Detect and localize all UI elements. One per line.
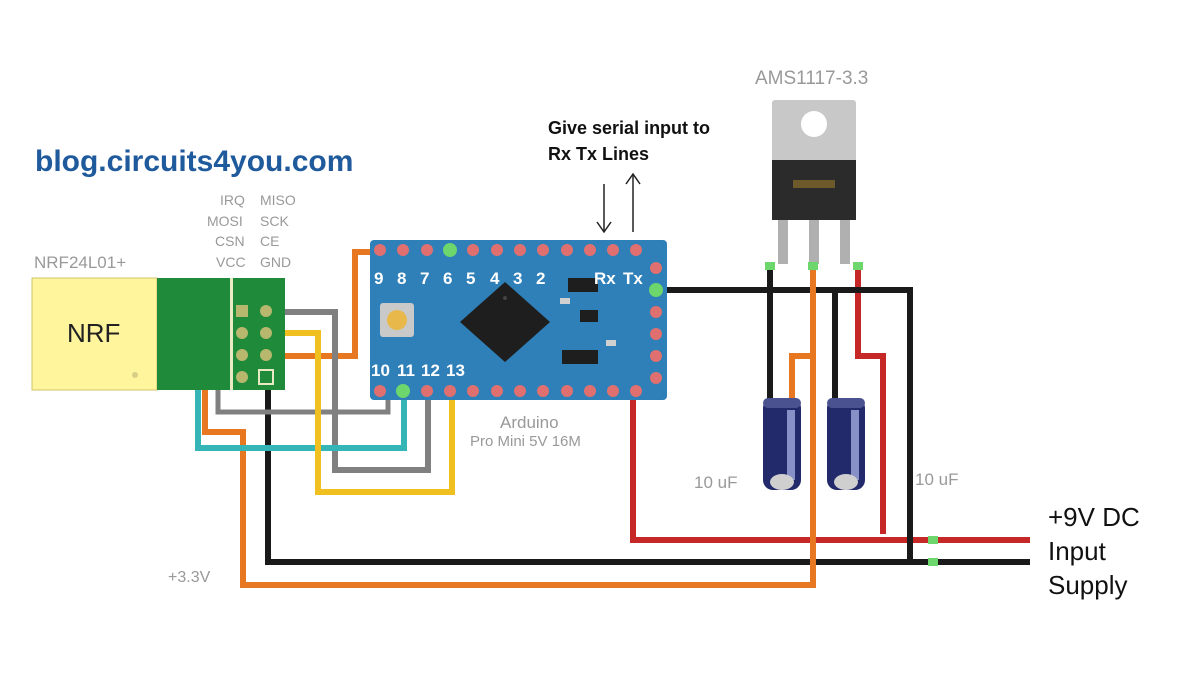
- nrf-title: NRF24L01+: [34, 253, 126, 272]
- pin-label-10: 10: [371, 361, 390, 380]
- nrf-pin-irq: IRQ: [220, 192, 245, 208]
- wire-red-raw: [630, 392, 1030, 543]
- arduino-model: Pro Mini 5V 16M: [470, 433, 581, 450]
- wire-black-gnd-top: [660, 287, 913, 562]
- regulator-name: AMS1117-3.3: [755, 68, 868, 89]
- arduino-bottom-pin-labels: 10 11 12 13: [371, 361, 465, 380]
- pin-label-2: 2: [536, 269, 545, 288]
- supply-line3: Supply: [1048, 570, 1128, 600]
- pin-label-6: 6: [443, 269, 452, 288]
- pin-label-9: 9: [374, 269, 383, 288]
- serial-note-line2: Rx Tx Lines: [548, 144, 649, 164]
- capacitor-left-value: 10 uF: [694, 473, 737, 492]
- pin-label-tx: Tx: [623, 269, 643, 288]
- arduino-top-pin-labels: 9 8 7 6 5 4 3 2 Rx Tx: [374, 269, 643, 288]
- nrf-pin-vcc: VCC: [216, 254, 246, 270]
- pin-label-11: 11: [397, 361, 415, 380]
- nrf-module: NRF: [31, 277, 285, 391]
- serial-note-line1: Give serial input to: [548, 118, 710, 138]
- pin-label-5: 5: [466, 269, 475, 288]
- wire-yellow-csn: [272, 330, 455, 495]
- serial-arrows: [596, 172, 641, 234]
- nrf-pin-mosi: MOSI: [207, 213, 243, 229]
- pin-label-rx: Rx: [594, 269, 616, 288]
- nrf-pin-ce: CE: [260, 233, 279, 249]
- capacitor-left: [763, 398, 801, 490]
- capacitor-right: [827, 398, 865, 490]
- nrf-pin-gnd: GND: [260, 254, 291, 270]
- supply-line1: +9V DC: [1048, 502, 1140, 532]
- wire-gray-sck: [272, 309, 431, 473]
- wire-red-reg-in: [855, 268, 886, 534]
- voltage-regulator: [765, 100, 863, 270]
- pin-label-3: 3: [513, 269, 522, 288]
- arduino-name: Arduino: [500, 413, 559, 432]
- nrf-pin-miso: MISO: [260, 192, 296, 208]
- wire-orange-cap: [789, 353, 813, 400]
- nrf-body-label: NRF: [67, 318, 120, 348]
- wire-black-nrf-gnd: [265, 375, 1030, 565]
- supply-line2: Input: [1048, 536, 1107, 566]
- pin-label-4: 4: [490, 269, 500, 288]
- wire-orange-ce: [272, 249, 378, 359]
- pin-label-12: 12: [421, 361, 440, 380]
- website-label: blog.circuits4you.com: [35, 145, 353, 178]
- nrf-pin-csn: CSN: [215, 233, 245, 249]
- rail-3v3-label: +3.3V: [168, 569, 211, 586]
- pin-label-7: 7: [420, 269, 429, 288]
- pin-label-8: 8: [397, 269, 406, 288]
- nrf-pin-sck: SCK: [260, 213, 289, 229]
- arduino-board: [370, 240, 667, 400]
- capacitor-right-value: 10 uF: [915, 470, 958, 489]
- supply-wire-ends: [928, 536, 938, 566]
- pin-label-13: 13: [446, 361, 465, 380]
